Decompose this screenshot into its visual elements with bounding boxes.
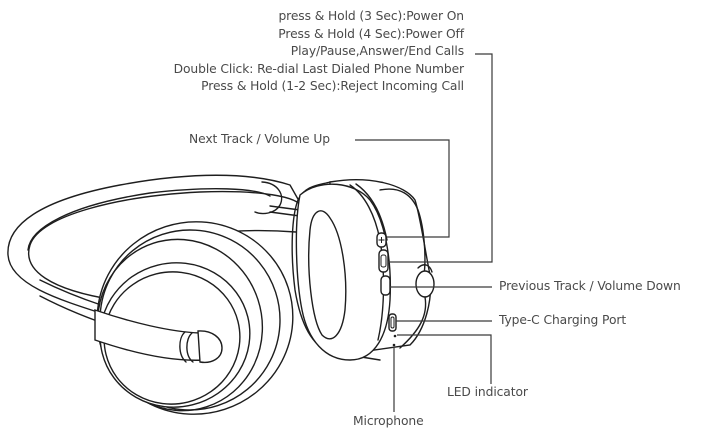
leader-multifunction [388,53,493,263]
label-microphone: Microphone [353,414,424,428]
mic-dot [392,343,396,347]
label-previous-track: Previous Track / Volume Down [499,279,681,293]
left-ear-cup [94,221,294,415]
leader-lines [355,53,493,412]
label-redial: Double Click: Re-dial Last Dialed Phone … [173,61,464,76]
led-dot [393,334,397,338]
label-charging-port: Type-C Charging Port [499,313,627,327]
label-play-pause: Play/Pause,Answer/End Calls [290,44,464,58]
label-power-off: Press & Hold (4 Sec):Power Off [278,26,464,41]
leader-led [397,334,492,384]
multifunction-labels: press & Hold (3 Sec):Power On Press & Ho… [174,8,464,96]
hinge-knob [415,270,435,298]
label-next-track: Next Track / Volume Up [189,132,330,146]
label-led-indicator: LED indicator [447,385,528,399]
volume-down-button [380,275,391,296]
right-ear-cup [291,179,435,361]
label-reject-call: Press & Hold (1-2 Sec):Reject Incoming C… [201,79,464,93]
label-power-on: press & Hold (3 Sec):Power On [278,9,464,23]
multifunction-button [378,249,389,273]
leader-next-track [355,139,450,238]
